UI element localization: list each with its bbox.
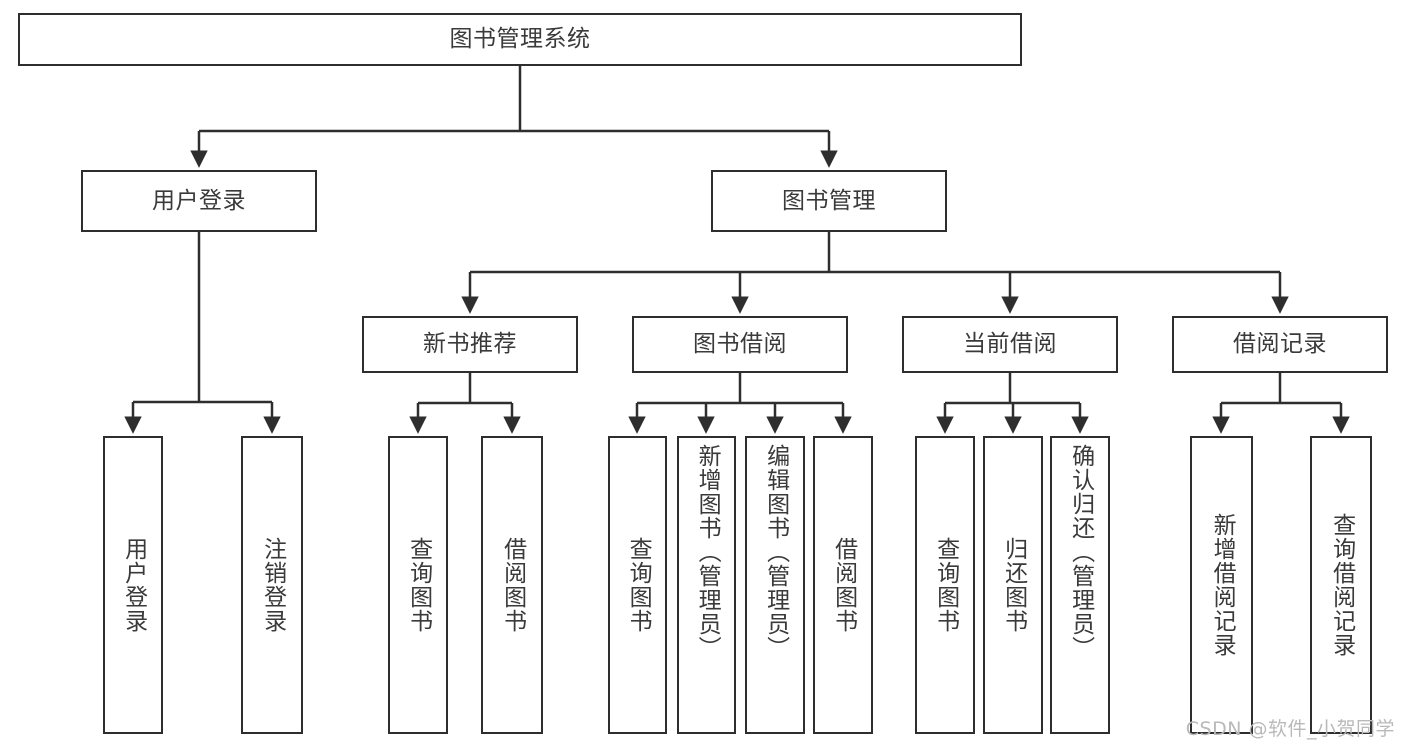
node-label: 查询图书 — [625, 537, 652, 633]
node-root-system[interactable]: 图书管理系统 — [18, 13, 1022, 66]
node-label: 图书管理系统 — [449, 26, 591, 53]
node-label: 新增借阅记录 — [1209, 513, 1236, 657]
node-label: 图书管理 — [782, 187, 876, 214]
leaf-borrow-book-recommend[interactable]: 借阅图书 — [481, 436, 543, 734]
node-label: 图书借阅 — [693, 331, 787, 358]
node-borrow-record[interactable]: 借阅记录 — [1172, 316, 1388, 373]
leaf-query-book-recommend[interactable]: 查询图书 — [388, 436, 448, 734]
node-label: 查询图书 — [932, 537, 959, 633]
leaf-edit-book-admin[interactable]: 编辑图书（管理员） — [745, 436, 805, 734]
node-label: 借阅记录 — [1233, 331, 1327, 358]
node-label: 查询借阅记录 — [1328, 513, 1355, 657]
node-label: 查询图书 — [405, 537, 432, 633]
node-label: 编辑图书（管理员） — [762, 444, 789, 660]
leaf-borrow-book[interactable]: 借阅图书 — [813, 436, 873, 734]
node-label: 借阅图书 — [830, 537, 857, 633]
node-label: 用户登录 — [120, 537, 147, 633]
node-new-book-recommend[interactable]: 新书推荐 — [362, 316, 578, 373]
node-label: 借阅图书 — [499, 537, 526, 633]
leaf-query-borrow-record[interactable]: 查询借阅记录 — [1310, 436, 1372, 734]
watermark-text: CSDN @软件_小贺同学 — [1185, 718, 1395, 740]
node-label: 确认归还（管理员） — [1067, 444, 1094, 660]
node-label: 新增图书（管理员） — [694, 444, 721, 660]
node-label: 新书推荐 — [423, 331, 517, 358]
leaf-add-book-admin[interactable]: 新增图书（管理员） — [677, 436, 736, 734]
leaf-add-borrow-record[interactable]: 新增借阅记录 — [1190, 436, 1253, 734]
leaf-query-book-borrow[interactable]: 查询图书 — [608, 436, 667, 734]
leaf-query-book-current[interactable]: 查询图书 — [915, 436, 975, 734]
node-book-borrow[interactable]: 图书借阅 — [632, 316, 848, 373]
node-label: 注销登录 — [259, 537, 286, 633]
node-book-management[interactable]: 图书管理 — [711, 170, 947, 232]
node-current-borrow[interactable]: 当前借阅 — [902, 316, 1118, 373]
node-label: 当前借阅 — [963, 331, 1057, 358]
leaf-user-login[interactable]: 用户登录 — [103, 436, 163, 734]
leaf-confirm-return-admin[interactable]: 确认归还（管理员） — [1050, 436, 1110, 734]
node-user-login[interactable]: 用户登录 — [81, 170, 317, 232]
leaf-logout[interactable]: 注销登录 — [241, 436, 303, 734]
node-label: 用户登录 — [152, 187, 246, 214]
node-label: 归还图书 — [1000, 537, 1027, 633]
leaf-return-book[interactable]: 归还图书 — [983, 436, 1043, 734]
